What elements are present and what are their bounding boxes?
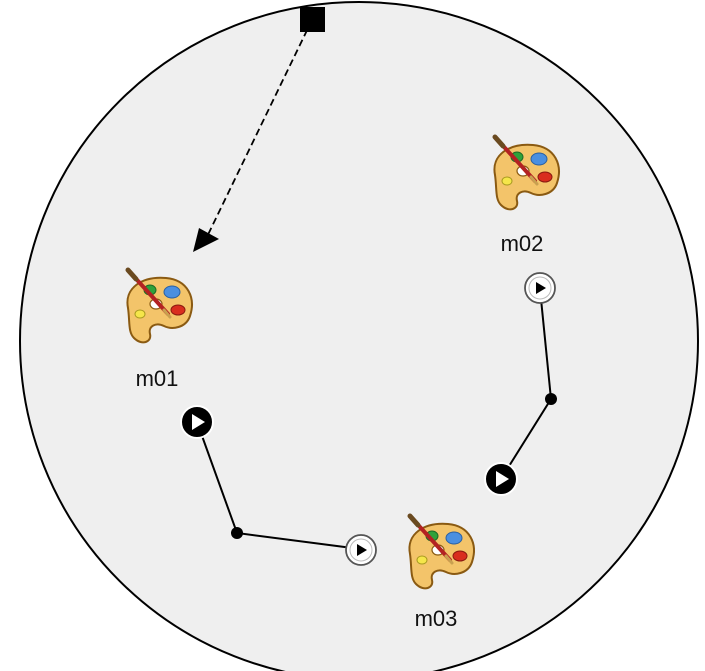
output-port-m03[interactable]	[484, 462, 518, 496]
node-m02[interactable]: m02	[494, 137, 558, 256]
connection-bend-point[interactable]	[231, 527, 243, 539]
play-icon	[536, 282, 546, 294]
play-icon	[192, 414, 205, 430]
play-icon	[357, 544, 367, 556]
start-pointer-arrowhead	[193, 228, 219, 252]
node-label: m02	[501, 231, 544, 256]
connection-bend-point[interactable]	[545, 393, 557, 405]
start-pointer-line	[202, 19, 313, 246]
output-port-m01[interactable]	[180, 405, 214, 439]
node-m01[interactable]: m01	[127, 270, 191, 391]
node-label: m01	[136, 366, 179, 391]
play-icon	[496, 471, 509, 487]
node-label: m03	[415, 606, 458, 631]
node-m03[interactable]: m03	[409, 516, 473, 631]
input-port-m03[interactable]	[345, 534, 377, 566]
input-port-m02[interactable]	[524, 272, 556, 304]
boundary-circle	[19, 1, 699, 671]
start-marker[interactable]	[300, 7, 325, 32]
